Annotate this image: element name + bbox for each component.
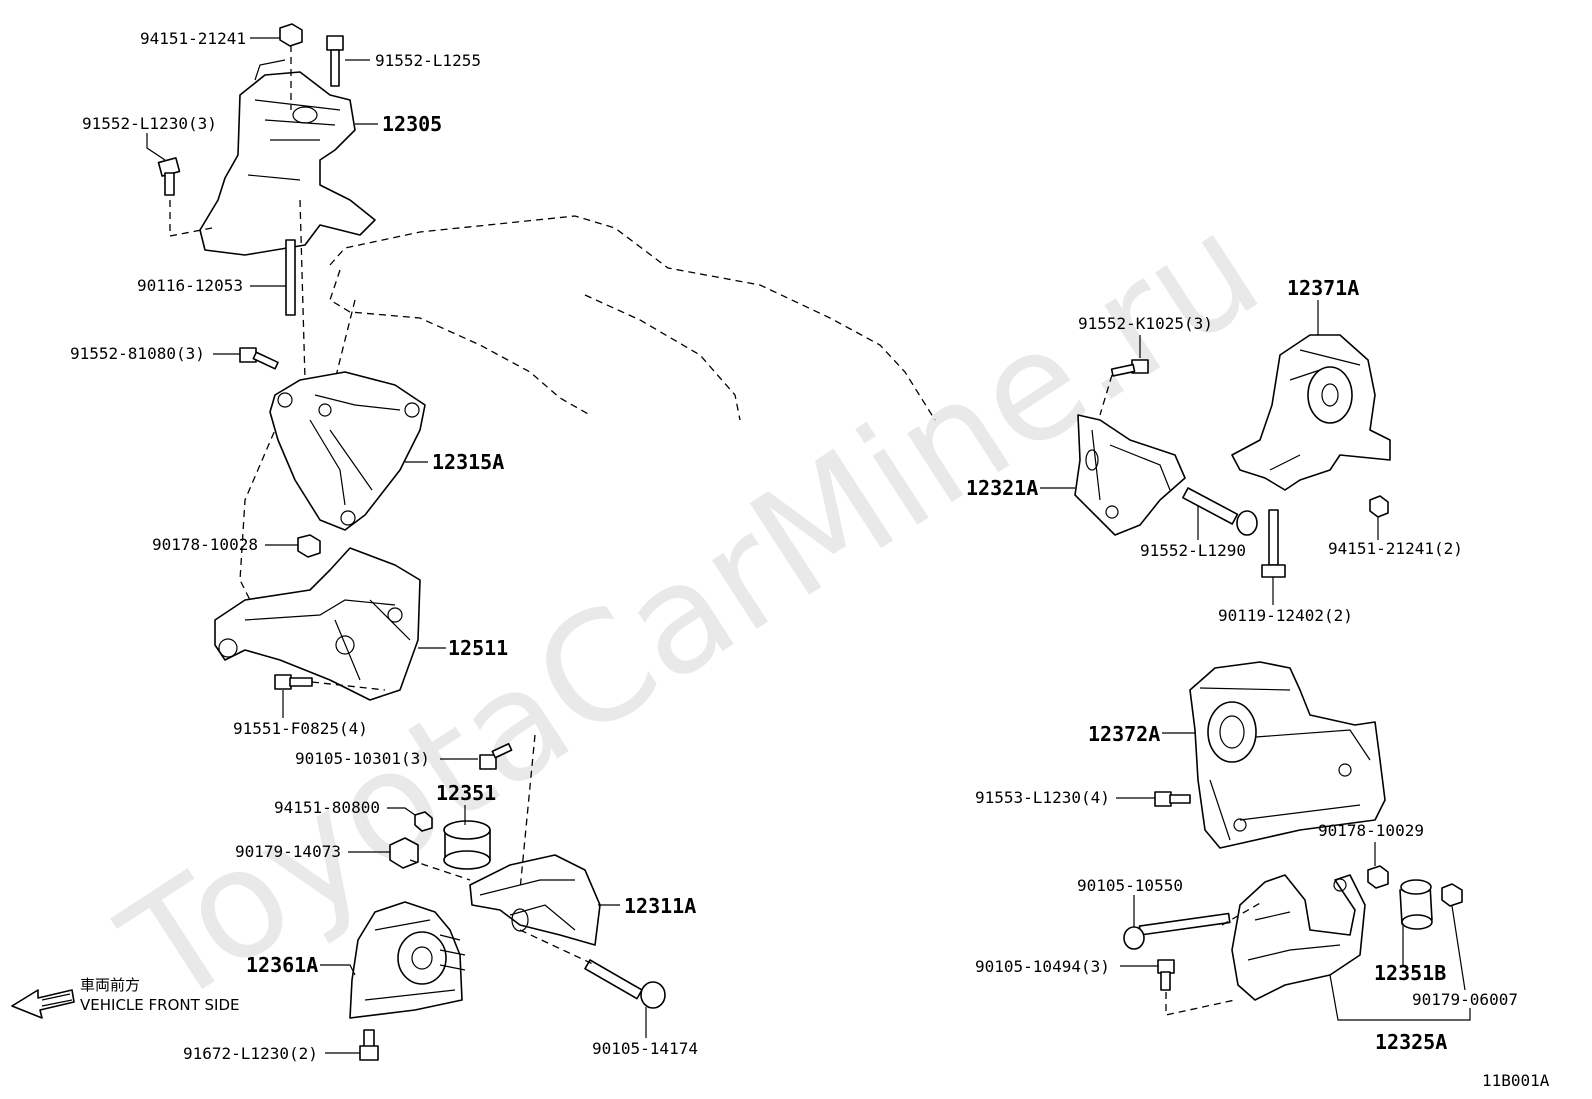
nut-90178-10028 xyxy=(297,534,321,558)
diagram-code: 11B001A xyxy=(1482,1071,1550,1090)
direction-label-jp: 車両前方 xyxy=(80,976,140,994)
mount-12361A xyxy=(349,901,466,1019)
label-94151-21241: 94151-21241 xyxy=(140,29,246,48)
bracket-12325A xyxy=(1231,874,1366,1001)
mount-12305 xyxy=(199,59,376,256)
bracket-12511 xyxy=(214,547,421,701)
bolt-91552-81080 xyxy=(239,347,279,370)
bolt-91672-L1230 xyxy=(359,1029,379,1061)
label-12372A: 12372A xyxy=(1088,722,1160,746)
bolt-91551-F0825 xyxy=(274,674,313,690)
label-12305: 12305 xyxy=(382,112,442,136)
label-91552-L1290: 91552-L1290 xyxy=(1140,541,1246,560)
label-12315A: 12315A xyxy=(432,450,504,474)
mount-12371A xyxy=(1231,334,1391,491)
stud-90116-12053 xyxy=(285,239,296,316)
bolt-90105-14174 xyxy=(584,959,666,1009)
label-12351B: 12351B xyxy=(1374,961,1446,985)
label-12311A: 12311A xyxy=(624,894,696,918)
bolt-91552-K1025 xyxy=(1110,359,1149,377)
nut-94151-21241-right xyxy=(1369,495,1389,518)
label-91552-L1255: 91552-L1255 xyxy=(375,51,481,70)
label-91672-L1230-2: 91672-L1230(2) xyxy=(183,1044,318,1063)
label-90119-12402-2: 90119-12402(2) xyxy=(1218,606,1353,625)
label-91552-81080-3: 91552-81080(3) xyxy=(70,344,205,363)
label-90178-10028: 90178-10028 xyxy=(152,535,258,554)
label-90105-10550: 90105-10550 xyxy=(1077,876,1183,895)
label-94151-21241-2: 94151-21241(2) xyxy=(1328,539,1463,558)
label-90105-10301-3: 90105-10301(3) xyxy=(295,749,430,768)
label-91552-K1025-3: 91552-K1025(3) xyxy=(1078,314,1213,333)
bracket-12315A xyxy=(269,371,426,531)
label-90179-14073: 90179-14073 xyxy=(235,842,341,861)
label-12361A: 12361A xyxy=(246,953,318,977)
nut-94151-21241 xyxy=(279,23,303,47)
stud-90119-12402 xyxy=(1261,509,1286,578)
label-94151-80800: 94151-80800 xyxy=(274,798,380,817)
bolt-91553-L1230 xyxy=(1154,791,1191,807)
nut-94151-80800 xyxy=(414,811,433,832)
label-90105-10494-3: 90105-10494(3) xyxy=(975,957,1110,976)
bolt-90105-10494 xyxy=(1157,959,1175,991)
bracket-12311A xyxy=(469,854,601,946)
label-12325A: 12325A xyxy=(1375,1030,1447,1054)
label-91553-L1230-4: 91553-L1230(4) xyxy=(975,788,1110,807)
part-labels: 94151-21241 91552-L1255 91552-L1230(3) 1… xyxy=(70,29,1550,1090)
nut-90179-14073 xyxy=(389,837,419,869)
label-90116-12053: 90116-12053 xyxy=(137,276,243,295)
bolt-91552-L1230 xyxy=(157,157,181,196)
label-91551-F0825-4: 91551-F0825(4) xyxy=(233,719,368,738)
label-91552-L1230-3: 91552-L1230(3) xyxy=(82,114,217,133)
bushing-12351B xyxy=(1399,879,1433,930)
bushing-12351 xyxy=(443,820,491,870)
nut-90178-10029 xyxy=(1367,865,1389,889)
leader-lines xyxy=(146,37,1471,1054)
engine-outline xyxy=(239,215,936,601)
left-arrow-icon xyxy=(11,989,75,1019)
nut-90179-06007 xyxy=(1441,883,1463,907)
label-12511: 12511 xyxy=(448,636,508,660)
bracket-12321A xyxy=(1074,414,1186,536)
label-90178-10029: 90178-10029 xyxy=(1318,821,1424,840)
label-12321A: 12321A xyxy=(966,476,1038,500)
label-12371A: 12371A xyxy=(1287,276,1359,300)
bolt-90105-10550 xyxy=(1123,912,1231,950)
bolt-91552-L1255 xyxy=(326,35,344,87)
bolt-91552-L1290 xyxy=(1182,487,1258,536)
label-90179-06007: 90179-06007 xyxy=(1412,990,1518,1009)
label-12351: 12351 xyxy=(436,781,496,805)
label-90105-14174: 90105-14174 xyxy=(592,1039,698,1058)
direction-label-en: VEHICLE FRONT SIDE xyxy=(80,996,240,1014)
bolt-90105-10301 xyxy=(479,742,513,770)
bracket-12372A xyxy=(1189,661,1386,849)
